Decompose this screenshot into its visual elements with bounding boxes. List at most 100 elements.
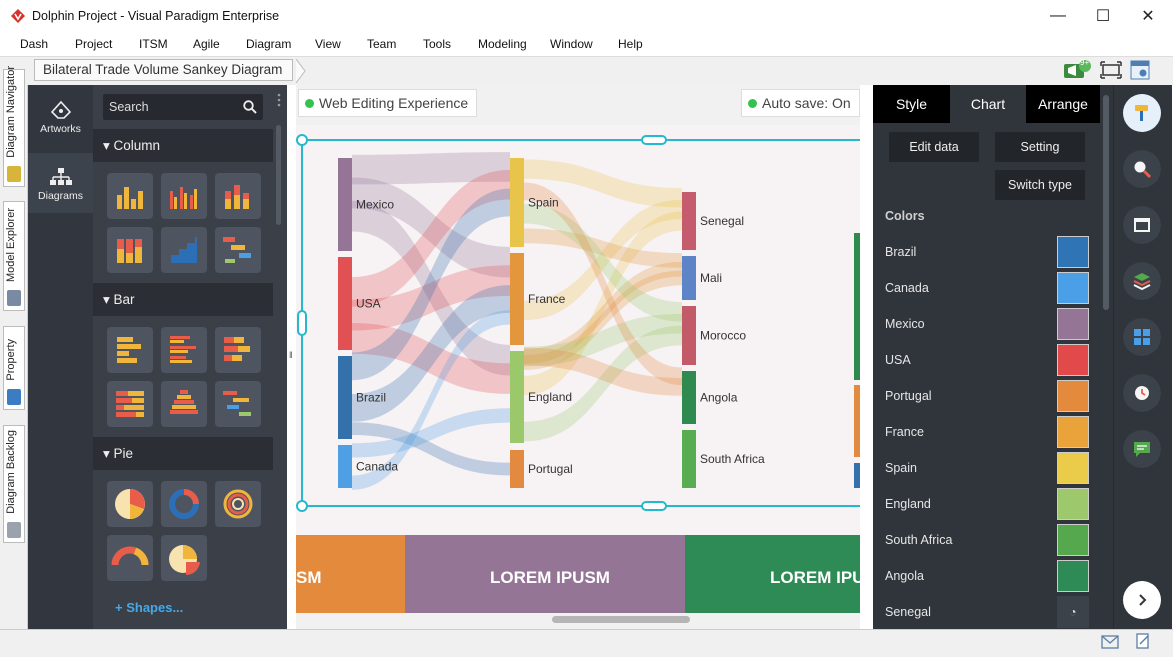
notification-icon[interactable]	[1063, 60, 1093, 80]
palette-search-input[interactable]	[103, 94, 263, 120]
next-button[interactable]	[1123, 581, 1161, 619]
shapes-dock-button[interactable]	[1123, 318, 1161, 356]
sankey-node[interactable]	[510, 253, 524, 345]
search-icon[interactable]	[243, 100, 257, 114]
color-swatch[interactable]: ◔	[1057, 596, 1089, 628]
gantt-column-tile[interactable]	[215, 227, 261, 273]
stacked-column-tile[interactable]	[215, 173, 261, 219]
sankey-link[interactable]	[352, 310, 510, 490]
document-edit-icon[interactable]	[1134, 632, 1152, 650]
menu-diagram[interactable]: Diagram	[246, 37, 292, 51]
resize-handle[interactable]	[296, 500, 308, 512]
sankey-link[interactable]	[352, 188, 510, 381]
gantt-bar-tile[interactable]	[215, 381, 261, 427]
minimize-button[interactable]: —	[1050, 7, 1066, 24]
sankey-link[interactable]	[524, 211, 682, 396]
semi-donut-tile[interactable]	[107, 535, 153, 581]
resize-handle[interactable]	[641, 501, 667, 511]
switch-type-button[interactable]: Switch type	[995, 170, 1085, 200]
setting-button[interactable]: Setting	[995, 132, 1085, 162]
color-swatch[interactable]	[1057, 272, 1089, 304]
stacked-bar-tile[interactable]	[215, 327, 261, 373]
diagram-settings-icon[interactable]	[1130, 60, 1150, 80]
resize-handle[interactable]	[296, 134, 308, 146]
tab-diagram-navigator[interactable]: Diagram Navigator	[3, 66, 25, 187]
menu-help[interactable]: Help	[618, 37, 643, 51]
menu-team[interactable]: Team	[367, 37, 397, 51]
color-swatch[interactable]	[1057, 524, 1089, 556]
donut-chart-tile[interactable]	[161, 481, 207, 527]
pyramid-bar-tile[interactable]	[161, 381, 207, 427]
history-dock-button[interactable]	[1123, 374, 1161, 412]
sankey-link[interactable]	[352, 422, 510, 476]
color-swatch[interactable]	[1057, 380, 1089, 412]
palette-menu-icon[interactable]	[276, 93, 282, 107]
sankey-link[interactable]	[524, 347, 682, 396]
pie-chart-tile[interactable]	[107, 481, 153, 527]
sankey-node[interactable]	[510, 450, 524, 488]
sankey-link[interactable]	[352, 323, 510, 394]
clustered-column-tile[interactable]	[161, 173, 207, 219]
auto-save-badge[interactable]: Auto save: On	[741, 89, 860, 117]
sankey-link[interactable]	[524, 325, 682, 442]
menu-dash[interactable]: Dash	[20, 37, 49, 51]
add-shapes-link[interactable]: + Shapes...	[115, 600, 184, 615]
exploded-pie-tile[interactable]	[161, 535, 207, 581]
resize-handle[interactable]	[297, 310, 307, 336]
sankey-node[interactable]	[682, 430, 696, 488]
layers-dock-button[interactable]	[1123, 262, 1161, 300]
sankey-node[interactable]	[682, 192, 696, 250]
menu-itsm[interactable]: ITSM	[139, 37, 168, 51]
tab-arrange[interactable]: Arrange	[1026, 85, 1100, 123]
bar-chart-tile[interactable]	[107, 327, 153, 373]
sankey-link[interactable]	[524, 182, 682, 386]
sankey-link[interactable]	[352, 408, 510, 458]
sankey-node[interactable]	[682, 256, 696, 300]
resize-handle[interactable]	[641, 135, 667, 145]
sankey-node[interactable]	[510, 351, 524, 443]
palette-scrollbar[interactable]	[276, 125, 281, 225]
sankey-node[interactable]	[338, 445, 352, 488]
properties-scrollbar[interactable]	[1103, 95, 1109, 310]
color-swatch[interactable]	[1057, 560, 1089, 592]
menu-modeling[interactable]: Modeling	[478, 37, 527, 51]
tab-property[interactable]: Property	[3, 326, 25, 410]
color-swatch[interactable]	[1057, 488, 1089, 520]
menu-view[interactable]: View	[315, 37, 341, 51]
sankey-link[interactable]	[352, 152, 510, 185]
format-painter-button[interactable]	[1123, 94, 1161, 132]
sankey-link[interactable]	[352, 200, 510, 376]
sankey-link[interactable]	[524, 270, 682, 370]
sankey-node[interactable]	[338, 158, 352, 251]
sankey-link[interactable]	[524, 159, 682, 208]
sankey-link[interactable]	[352, 285, 510, 422]
tab-chart[interactable]: Chart	[950, 85, 1026, 123]
section-bar[interactable]: ▾ Bar	[93, 283, 273, 316]
mail-icon[interactable]	[1101, 635, 1119, 649]
rail-diagrams[interactable]: Diagrams	[28, 153, 93, 213]
percent-bar-tile[interactable]	[107, 381, 153, 427]
fit-page-icon[interactable]	[1100, 61, 1122, 79]
sankey-link[interactable]	[352, 177, 510, 278]
menu-project[interactable]: Project	[75, 37, 113, 51]
tab-diagram-backlog[interactable]: Diagram Backlog	[3, 425, 25, 543]
breadcrumb[interactable]: Bilateral Trade Volume Sankey Diagram	[34, 59, 294, 81]
color-swatch[interactable]	[1057, 344, 1089, 376]
section-pie[interactable]: ▾ Pie	[93, 437, 273, 470]
sankey-diagram[interactable]: MexicoUSABrazilCanadaSpainFranceEnglandP…	[296, 85, 860, 629]
clustered-bar-tile[interactable]	[161, 327, 207, 373]
color-swatch[interactable]	[1057, 308, 1089, 340]
edit-data-button[interactable]: Edit data	[889, 132, 979, 162]
color-swatch[interactable]	[1057, 236, 1089, 268]
percent-column-tile[interactable]	[107, 227, 153, 273]
sankey-link[interactable]	[524, 313, 682, 367]
sankey-link[interactable]	[352, 169, 510, 307]
splitter-grip-icon[interactable]: ‖	[289, 350, 293, 360]
tab-model-explorer[interactable]: Model Explorer	[3, 201, 25, 311]
sankey-link[interactable]	[524, 228, 682, 268]
ring-chart-tile[interactable]	[215, 481, 261, 527]
tab-style[interactable]: Style	[873, 85, 950, 123]
sankey-link[interactable]	[524, 199, 682, 321]
comment-dock-button[interactable]	[1123, 430, 1161, 468]
